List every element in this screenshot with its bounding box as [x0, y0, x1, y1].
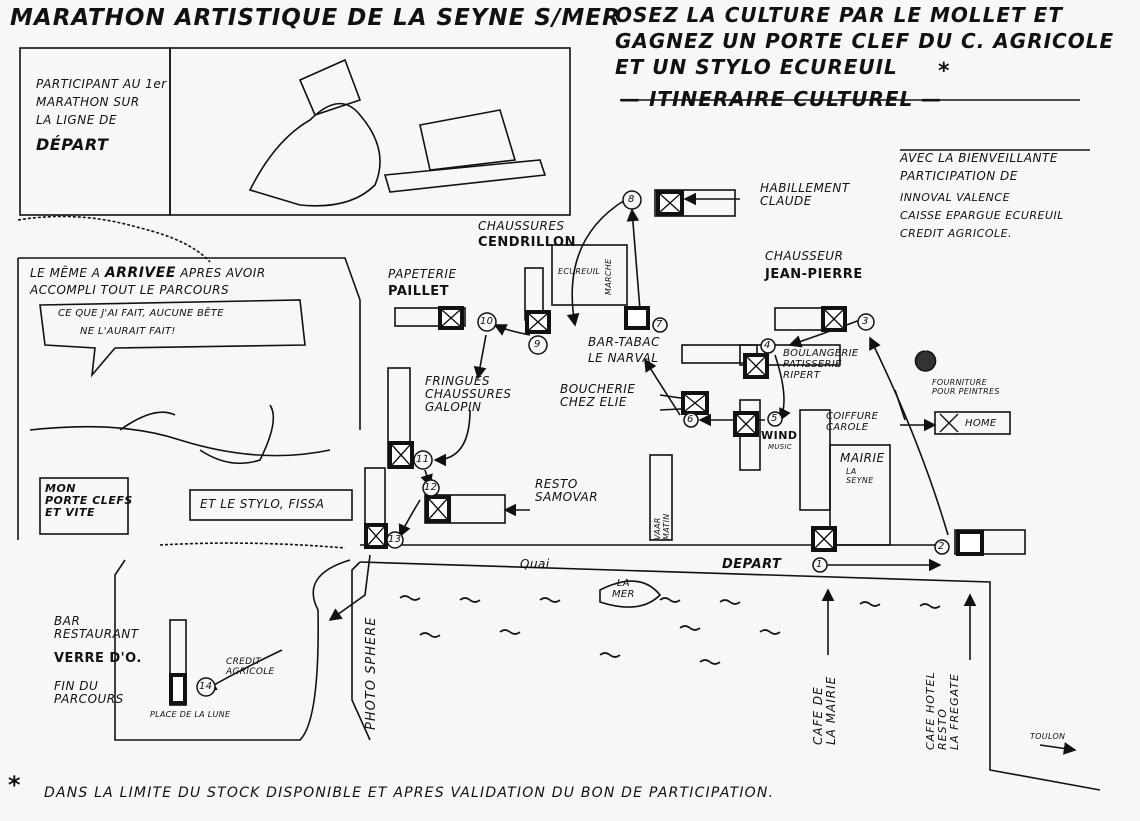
label-boulangerie: BOULANGERIE PATISSERIE RIPERT: [783, 348, 859, 381]
stop-13: 13: [388, 534, 402, 545]
stop-11: 11: [416, 454, 430, 465]
label-marche: MARCHE: [604, 258, 613, 295]
label-fin-du-parcours: FIN DU PARCOURS: [54, 679, 124, 707]
drop-mark: [914, 350, 937, 372]
label-resto-samovar: RESTO SAMOVAR: [535, 477, 599, 505]
footer-star: *: [8, 771, 22, 799]
title-right-line3: ET UN STYLO ECUREUIL: [615, 55, 898, 79]
label-quai: Quai: [520, 557, 550, 571]
label-mairie-sub: LA SEYNE: [846, 467, 874, 485]
label-jean-pierre: JEAN-PIERRE: [765, 267, 863, 282]
label-place-de-la-lune: PLACE DE LA LUNE: [150, 710, 231, 719]
stop-8: 8: [628, 194, 635, 205]
mer-cloud: [599, 580, 662, 608]
label-credit-agricole: CREDIT AGRICOLE: [226, 657, 275, 677]
participant-line3: LA LIGNE DE: [36, 113, 117, 127]
label-home: HOME: [965, 418, 997, 429]
label-coiffure-carole: COIFFURE CAROLE: [826, 411, 879, 433]
runner-sketch: [29, 425, 331, 457]
arrival-line1-post: APRES AVOIR: [180, 266, 266, 280]
label-paillet: PAILLET: [388, 284, 450, 299]
stop-circles: [196, 190, 950, 697]
stop-12: 12: [424, 482, 438, 493]
stop-4: 4: [764, 340, 771, 351]
label-le-narval: LE NARVAL: [588, 351, 659, 365]
label-mairie: MAIRIE: [840, 451, 885, 465]
participant-frame: [19, 47, 171, 216]
participant-line1: PARTICIPANT AU 1er: [36, 77, 167, 91]
participant-line2: MARATHON SUR: [36, 95, 140, 109]
porte-clefs-text: MON PORTE CLEFS ET VITE: [45, 482, 133, 520]
sea-waves: [399, 595, 941, 665]
stop-3: 3: [862, 316, 869, 327]
label-vaar-matin: VAAR MATIN: [653, 513, 671, 540]
sketch-scroll: [248, 102, 381, 207]
arrival-line1-pre: LE MÊME A: [30, 266, 101, 280]
stylo-text: ET LE STYLO, FISSA: [200, 497, 325, 511]
stop-5: 5: [771, 413, 778, 424]
stop-7: 7: [656, 319, 663, 330]
porte-clefs-box: [39, 477, 129, 535]
stop-9: 9: [534, 339, 541, 350]
sponsors-line5: CREDIT AGRICOLE.: [900, 227, 1013, 240]
sponsors-line4: CAISSE EPARGUE ECUREUIL: [900, 209, 1064, 222]
label-bar-restaurant: BAR RESTAURANT: [54, 614, 139, 642]
itinerary-heading: — ITINERAIRE CULTUREL —: [620, 87, 943, 111]
label-fringues-galopin: FRINGUES CHAUSSURES GALOPIN: [425, 374, 512, 415]
label-cendrillon: CENDRILLON: [478, 235, 576, 250]
illustration-frame: [169, 47, 571, 216]
participant-line4: DÉPART: [36, 135, 109, 154]
label-cafe-de-la-mairie: CAFE DE LA MAIRIE: [811, 675, 839, 745]
sea-edge: [359, 561, 1101, 791]
bubble-line2: NE L'AURAIT FAIT!: [80, 326, 176, 337]
stylo-box: [189, 489, 353, 521]
label-photo-sphere: PHOTO SPHERE: [364, 616, 379, 730]
label-chaussures: CHAUSSURES: [478, 219, 565, 233]
label-papeterie: PAPETERIE: [388, 267, 457, 281]
label-music: MUSIC: [768, 443, 793, 451]
sponsors-line3: INNOVAL VALENCE: [900, 191, 1011, 204]
arrival-line1: LE MÊME A ARRIVEE APRES AVOIR: [30, 265, 266, 281]
bubble-line1: CE QUE J'AI FAIT, AUCUNE BÊTE: [58, 308, 224, 319]
sponsors-line2: PARTICIPATION DE: [900, 169, 1018, 183]
stop-10: 10: [480, 316, 494, 327]
label-la-mer: LA MER: [612, 578, 635, 600]
stop-1: 1: [816, 559, 823, 570]
label-habillement-claude: HABILLEMENT CLAUDE: [760, 181, 850, 209]
label-verre-d-o: VERRE D'O.: [54, 651, 142, 666]
label-toulon: TOULON: [1030, 732, 1066, 741]
arrival-line2: ACCOMPLI TOUT LE PARCOURS: [30, 283, 230, 297]
coast-path: [114, 559, 351, 741]
stop-2: 2: [938, 541, 945, 552]
label-bar-tabac: BAR-TABAC: [588, 335, 660, 349]
title-right-line1: OSEZ LA CULTURE PAR LE MOLLET ET: [615, 3, 1063, 27]
title-left: MARATHON ARTISTIQUE DE LA SEYNE S/MER: [10, 5, 621, 31]
speech-bubble: [39, 299, 306, 378]
title-right-line2: GAGNEZ UN PORTE CLEF DU C. AGRICOLE: [615, 29, 1115, 53]
sponsors-line1: AVEC LA BIENVEILLANTE: [900, 151, 1058, 165]
stop-6: 6: [687, 414, 694, 425]
label-ecureuil: ECUREUIL: [558, 267, 601, 276]
label-depart: DEPART: [722, 557, 782, 572]
label-chausseur: CHAUSSEUR: [765, 249, 844, 263]
label-boucherie-elie: BOUCHERIE CHEZ ELIE: [560, 382, 636, 410]
arrival-line1-bold: ARRIVEE: [104, 265, 176, 281]
label-fournitures: FOURNITURE POUR PEINTRES: [932, 378, 1000, 396]
label-cafe-hotel-fregate: CAFE HOTEL RESTO LA FREGATE: [924, 671, 962, 750]
footer-note: DANS LA LIMITE DU STOCK DISPONIBLE ET AP…: [44, 785, 775, 801]
asterisk-mark: *: [938, 59, 951, 84]
label-wind: WIND: [761, 429, 798, 442]
stop-14: 14: [199, 681, 213, 692]
